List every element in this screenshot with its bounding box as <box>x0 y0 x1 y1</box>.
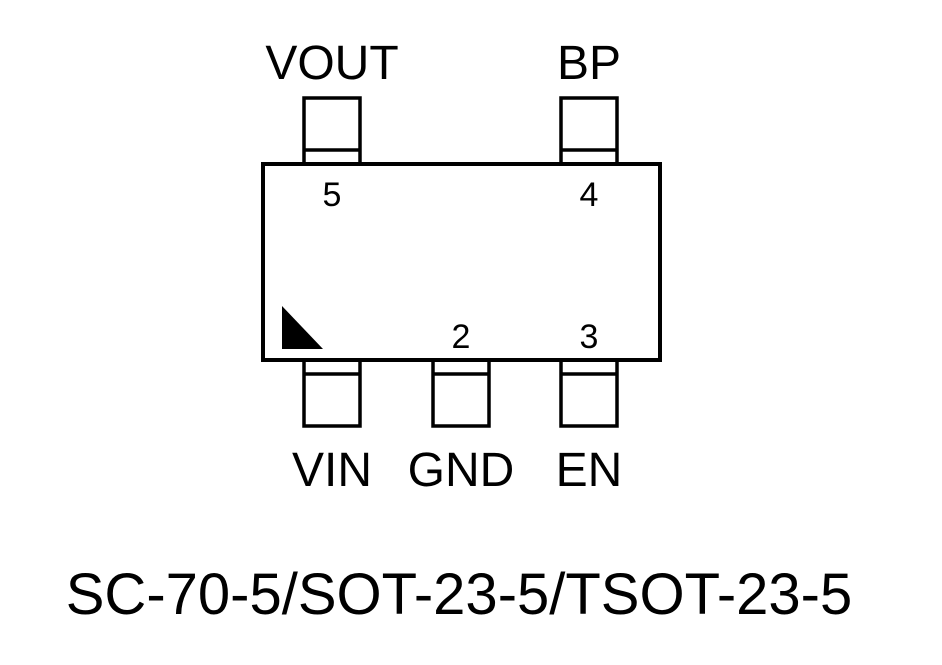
bottom-lead-pin1 <box>302 358 362 428</box>
bottom-lead-pin2 <box>431 358 491 428</box>
pin-number-2: 2 <box>452 318 471 356</box>
pin-number-5: 5 <box>323 176 342 214</box>
pin-name-vout: VOUT <box>265 37 398 90</box>
pin-name-en: EN <box>556 444 623 497</box>
pin-name-vin: VIN <box>292 444 372 497</box>
package-body <box>261 162 662 362</box>
package-caption: SC-70-5/SOT-23-5/TSOT-23-5 <box>66 562 852 627</box>
pin-number-3: 3 <box>580 318 599 356</box>
pin-name-bp: BP <box>557 37 621 90</box>
top-lead-pin5 <box>302 96 362 166</box>
top-lead-pin4 <box>559 96 619 166</box>
pin-name-gnd: GND <box>408 444 515 497</box>
bottom-lead-pin3 <box>559 358 619 428</box>
pin-number-4: 4 <box>580 176 599 214</box>
pin1-triangle-marker <box>282 306 323 349</box>
